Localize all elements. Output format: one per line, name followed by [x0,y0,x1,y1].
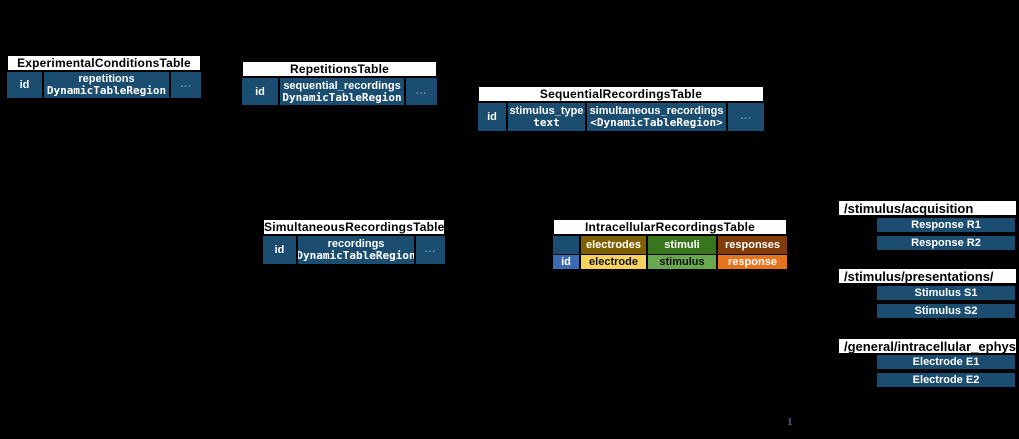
column-cell: sequential_recordings DynamicTableRegion [280,78,404,105]
column-cell: recordings DynamicTableRegion [298,236,414,264]
table-title: IntracellularRecordingsTable [553,219,787,235]
intracellular-recordings-table: IntracellularRecordingsTable electrodes … [553,219,787,269]
electrode-e1-box: Electrode E1 [877,355,1015,369]
column-cell: stimulus_type text [508,103,585,131]
table-title: ExperimentalConditionsTable [7,55,201,71]
ellipsis: ... [424,244,437,255]
id-label: id [274,244,285,256]
response-r2-box: Response R2 [877,236,1015,250]
more-cell: ... [406,78,437,105]
response-r1-box: Response R1 [877,218,1015,232]
column-cell: simultaneous_recordings <DynamicTableReg… [587,103,726,131]
blank-cell [553,236,579,254]
column-type: DynamicTableRegion [282,90,402,104]
path-header-stimulus-acquisition: /stimulus/acquisition [838,200,1017,216]
column-cell: repetitions DynamicTableRegion [44,72,169,98]
id-label: id [19,79,30,91]
table-row: id recordings DynamicTableRegion ... [263,236,445,264]
repetitions-table: RepetitionsTable id sequential_recording… [242,61,437,105]
more-cell: ... [728,103,764,131]
ellipsis: ... [180,79,192,90]
more-cell: ... [416,236,445,264]
path-header-general-intracellular-ephys: /general/intracellular_ephys [838,338,1017,354]
more-cell: ... [171,72,201,98]
sequential-recordings-table: SequentialRecordingsTable id stimulus_ty… [478,86,764,131]
column-name: simultaneous_recordings [589,105,724,117]
experimental-conditions-table: ExperimentalConditionsTable id repetitio… [7,55,201,98]
stimulus-s2-box: Stimulus S2 [877,304,1015,318]
ellipsis: ... [740,111,752,122]
column-type: <DynamicTableRegion> [590,116,723,129]
column-type: DynamicTableRegion [46,84,167,97]
table-row: id repetitions DynamicTableRegion ... [7,72,201,98]
id-cell: id [553,255,579,269]
column-name: recordings [327,238,385,250]
simultaneous-recordings-table: SimultaneousRecordingsTable id recording… [263,219,445,264]
table-title: SimultaneousRecordingsTable [263,219,445,235]
column-name: repetitions [78,73,135,85]
id-cell: id [7,72,42,98]
column-type: DynamicTableRegion [298,249,414,262]
group-header-row: electrodes stimuli responses [553,236,787,254]
id-label: id [255,85,265,98]
response-cell: response [718,255,787,269]
table-row: id sequential_recordings DynamicTableReg… [242,78,437,105]
electrodes-group-cell: electrodes [581,236,646,254]
column-name: stimulus_type [509,105,584,117]
id-cell: id [478,103,506,131]
responses-group-cell: responses [718,236,787,254]
table-title: SequentialRecordingsTable [478,86,764,102]
table-row: id stimulus_type text simultaneous_recor… [478,103,764,131]
ellipsis: ... [415,85,428,97]
electrode-e2-box: Electrode E2 [877,373,1015,387]
path-header-stimulus-presentations: /stimulus/presentations/ [838,268,1017,284]
stimulus-cell: stimulus [648,255,716,269]
column-row: id electrode stimulus response [553,255,787,269]
stimulus-s1-box: Stimulus S1 [877,286,1015,300]
id-label: id [487,111,497,123]
id-cell: id [242,78,278,105]
footnote-marker: 1 [787,416,793,428]
column-name: sequential_recordings [283,79,401,92]
table-title: RepetitionsTable [242,61,437,77]
id-cell: id [263,236,296,264]
column-type: text [533,116,560,129]
stimuli-group-cell: stimuli [648,236,716,254]
electrode-cell: electrode [581,255,646,269]
